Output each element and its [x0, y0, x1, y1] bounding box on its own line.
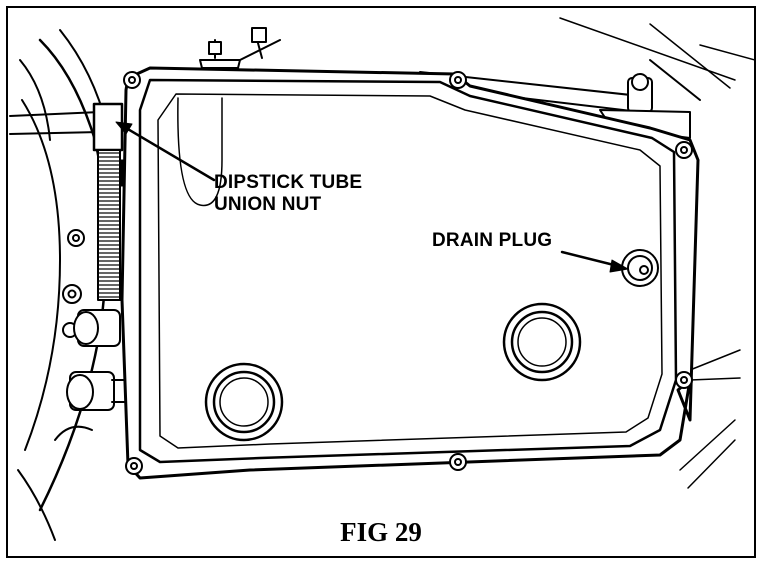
access-cover-right [502, 302, 582, 382]
lower-left-bolts [66, 309, 133, 411]
figure-caption: FIG 29 [340, 517, 422, 547]
sump-boss [177, 97, 223, 207]
background-engine-lines [559, 17, 754, 489]
dipstick-tube [9, 102, 131, 301]
drain-plug [621, 249, 659, 287]
top-studs [199, 27, 281, 69]
dipstick-label: DIPSTICK TUBE UNION NUT [214, 172, 362, 216]
leader-dipstick [115, 121, 216, 182]
access-cover-left [204, 362, 284, 442]
sump-inner-contour [157, 93, 663, 449]
flange-bolts [123, 71, 693, 475]
leader-drain-plug [560, 250, 629, 273]
dipstick-label-line1: DIPSTICK TUBE [214, 172, 363, 193]
drain-plug-label: DRAIN PLUG [432, 230, 553, 251]
dipstick-label-line2: UNION NUT [214, 194, 322, 215]
